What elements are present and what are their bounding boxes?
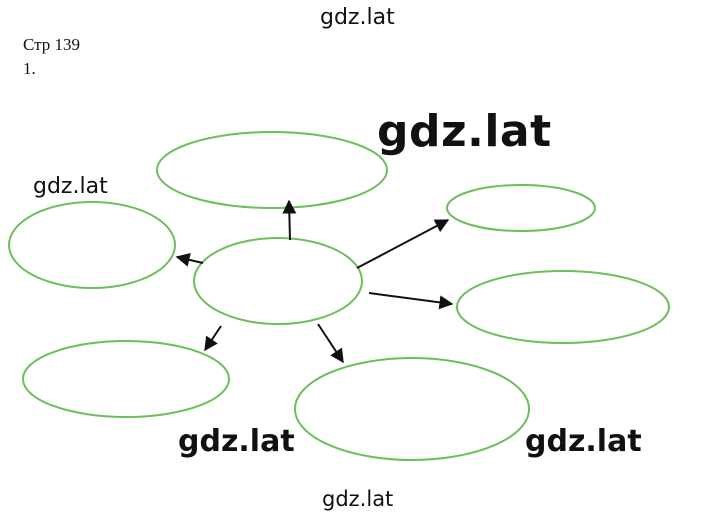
- diagram-node-bottom: [294, 357, 530, 461]
- arrow-to-top: [282, 199, 297, 241]
- page-label: Стр 139: [23, 35, 81, 54]
- watermark-left: gdz.lat: [33, 174, 108, 199]
- arrow-to-top-right: [356, 219, 450, 269]
- watermark-bold-right: gdz.lat: [525, 424, 642, 459]
- arrow-to-left: [175, 253, 204, 267]
- diagram-node-right: [456, 270, 670, 344]
- diagram-node-top-right: [446, 184, 596, 232]
- arrow-to-bottom-left: [204, 325, 222, 352]
- watermark-top: gdz.lat: [320, 5, 395, 30]
- diagram-node-top: [156, 131, 388, 209]
- arrow-to-bottom: [317, 323, 344, 364]
- arrow-to-right: [368, 292, 454, 310]
- watermark-large: gdz.lat: [377, 106, 552, 157]
- watermark-bold-left: gdz.lat: [178, 424, 295, 459]
- diagram-node-left: [8, 201, 176, 289]
- diagram-center-node: [193, 237, 363, 325]
- watermark-bottom: gdz.lat: [322, 487, 394, 511]
- diagram-node-bottom-left: [22, 340, 230, 418]
- task-number: 1.: [23, 59, 36, 78]
